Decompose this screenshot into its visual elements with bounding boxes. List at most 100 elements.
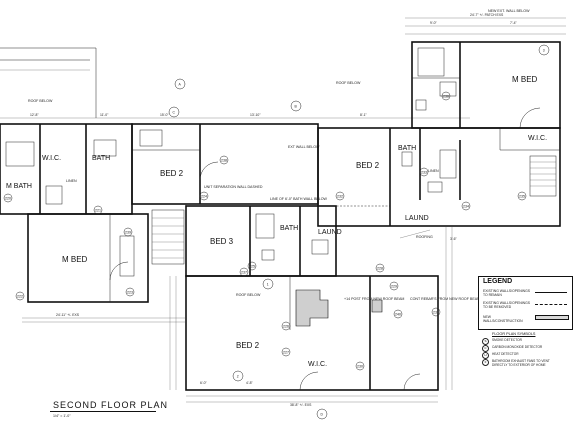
room-m-bed-right: M BED [512, 75, 538, 84]
svg-text:222: 222 [17, 295, 23, 299]
line-of-bath-note: LINE OF 6'-0" BATH WALL BELOW [270, 197, 328, 201]
tag: 235 [517, 191, 527, 201]
svg-text:221: 221 [95, 209, 101, 213]
svg-text:229: 229 [391, 285, 397, 289]
svg-text:238: 238 [221, 159, 227, 163]
symbols-title: FLOOR PLAN SYMBOLS [492, 332, 536, 336]
tag: 233 [419, 167, 429, 177]
svg-text:237: 237 [241, 271, 247, 275]
roof-below-left-label: ROOF BELOW [28, 99, 53, 103]
tag: 238 [219, 155, 229, 165]
stair-right [529, 155, 557, 197]
room-bed2-center: BED 2 [236, 341, 260, 350]
svg-text:225: 225 [249, 265, 255, 269]
room-m-bath: M BATH [6, 183, 32, 190]
grid-mark: 1 [267, 283, 269, 287]
room-m-bed-left: M BED [62, 255, 88, 264]
door-window-tags: 220 221 222 223 224 225 226 227 228 229 … [3, 91, 527, 371]
room-wic-center: W.I.C. [308, 361, 327, 368]
left-lower-block: M BED [27, 209, 185, 303]
svg-text:231: 231 [433, 311, 439, 315]
svg-text:232: 232 [337, 195, 343, 199]
heat-detector-icon: H [482, 352, 489, 359]
dim-d2: 15'-0" [160, 113, 169, 117]
legend-title: LEGEND [483, 278, 513, 285]
center-upper-block: BED 2 BATH UNIT SEPARATION WALL DASHED L… [92, 123, 328, 205]
room-linen-left: LINEN [66, 179, 77, 183]
legend-row-remain: EXISTING WALLS/OPENINGS TO REMAIN [483, 289, 530, 297]
grid-mark: D [321, 413, 324, 417]
room-laund-right: LAUND [405, 215, 429, 222]
tag: 224 [199, 191, 209, 201]
legend-row-removed: EXISTING WALLS/OPENINGS TO BE REMOVED [483, 301, 530, 309]
new-ext-wall-label: NEW EXT. WALL BELOW [488, 9, 530, 13]
right-middle-block: BED 2 BATH LINEN LAUND EXT WALL BELOW [288, 127, 561, 227]
dim-d10: 3'-6" [450, 237, 458, 241]
roofing-note: ROOFING [416, 235, 433, 239]
legend-swatch-remain [535, 292, 567, 293]
tag: 234 [461, 201, 471, 211]
svg-text:227: 227 [283, 351, 289, 355]
room-bed3: BED 3 [210, 237, 234, 246]
room-wic-right: W.I.C. [528, 135, 547, 142]
svg-text:226: 226 [283, 325, 289, 329]
svg-text:236: 236 [443, 95, 449, 99]
grid-marks: A B C D 1 2 3 [168, 44, 550, 420]
symbol-row-heat: HEAT DETECTOR [492, 352, 519, 356]
svg-text:235: 235 [519, 195, 525, 199]
dim-top-overall: 24'-7" +/- PATCH EXS [470, 13, 504, 17]
dim-d6: 6'-0" [200, 381, 208, 385]
symbol-row-fan: BATHROOM EXHAUST FANS TO VENT DIRECTLY T… [492, 359, 550, 367]
tag: 221 [93, 205, 103, 215]
cont-rebar-note: CONT REBAR'S FROM NEW ROOF BEAM [410, 297, 480, 301]
svg-text:224: 224 [201, 195, 207, 199]
dim-d8: 8'-1" [360, 113, 368, 117]
tag: 240 [393, 309, 403, 319]
center-lower-block: BED 2 W.I.C. +14 POST FROM NEW ROOF BEAM… [185, 235, 480, 391]
leader-line [399, 229, 431, 239]
svg-text:239: 239 [125, 231, 131, 235]
tag: 220 [3, 193, 13, 203]
top-dimension-lines: 12'-8" 11'-0" 15'-0" 13'-10" 8'-1" 24'-7… [0, 13, 566, 125]
grid-mark: 2 [237, 375, 239, 379]
grid-mark: B [295, 105, 298, 109]
tag: 228 [375, 263, 385, 273]
room-bed2-left: BED 2 [160, 169, 184, 178]
dim-d1: 12'-8" [30, 113, 39, 117]
tag: 226 [281, 321, 291, 331]
dim-d7: 4'-8" [246, 381, 254, 385]
room-bed2-right: BED 2 [356, 161, 380, 170]
overall-dimensions: 24'-11" +/- EXS 38'-8" +/- EXS 6'-0" 4'-… [22, 226, 458, 407]
tag: 222 [15, 291, 25, 301]
left-block: W.I.C. M BATH LINEN [0, 123, 133, 215]
structural-hatch-right [371, 299, 383, 313]
tag: 239 [123, 227, 133, 237]
dim-left-overall: 24'-11" +/- EXS [56, 313, 80, 317]
legend-swatch-new [535, 315, 569, 320]
grid-mark: A [179, 83, 182, 87]
plan-scale: 1/4" = 1'-0" [53, 414, 71, 418]
ext-wall-below-label: EXT WALL BELOW [288, 145, 320, 149]
grid-mark: C [173, 111, 176, 115]
floor-plan-symbols: FLOOR PLAN SYMBOLS S SMOKE DETECTOR C CA… [478, 332, 571, 372]
exhaust-fan-icon: F [482, 359, 489, 366]
smoke-detector-icon: S [482, 338, 489, 345]
legend-swatch-removed [535, 304, 567, 305]
tag: 227 [281, 347, 291, 357]
symbol-row-co: CARBON MONOXIDE DETECTOR [492, 345, 543, 349]
plus14-note: +14 POST FROM NEW ROOF BEAM [344, 297, 404, 301]
svg-text:228: 228 [377, 267, 383, 271]
tag: 230 [355, 361, 365, 371]
tag: 237 [239, 267, 249, 277]
svg-text:234: 234 [463, 205, 469, 209]
grid-mark: 3 [543, 49, 545, 53]
dim-d9: 7'-4" [510, 21, 518, 25]
structural-hatch-center [295, 289, 329, 327]
room-bath-center: BATH [280, 225, 298, 232]
unit-sep-note: UNIT SEPARATION WALL DASHED [204, 185, 263, 189]
tag: 232 [335, 191, 345, 201]
carbon-monoxide-detector-icon: C [482, 345, 489, 352]
tag: 229 [389, 281, 399, 291]
